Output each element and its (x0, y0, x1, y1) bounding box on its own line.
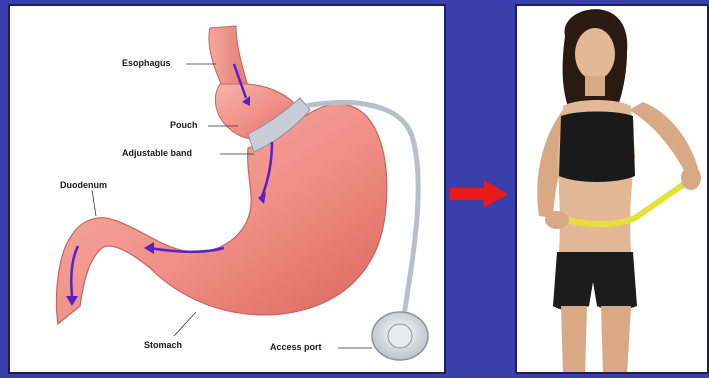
label-adjustable-band: Adjustable band (122, 148, 192, 158)
label-duodenum: Duodenum (60, 180, 107, 190)
stomach-diagram-panel: Esophagus Pouch Adjustable band Duodenum… (8, 4, 446, 374)
right-arrow-icon (446, 178, 512, 210)
label-access-port: Access port (270, 342, 322, 352)
woman-measuring-waist-image (517, 6, 709, 374)
stomach-illustration (10, 6, 446, 374)
result-photo-panel (515, 4, 709, 374)
esophagus-tube (209, 26, 248, 86)
stomach-body (57, 104, 387, 324)
label-pouch: Pouch (170, 120, 198, 130)
label-esophagus: Esophagus (122, 58, 171, 68)
label-stomach: Stomach (144, 340, 182, 350)
